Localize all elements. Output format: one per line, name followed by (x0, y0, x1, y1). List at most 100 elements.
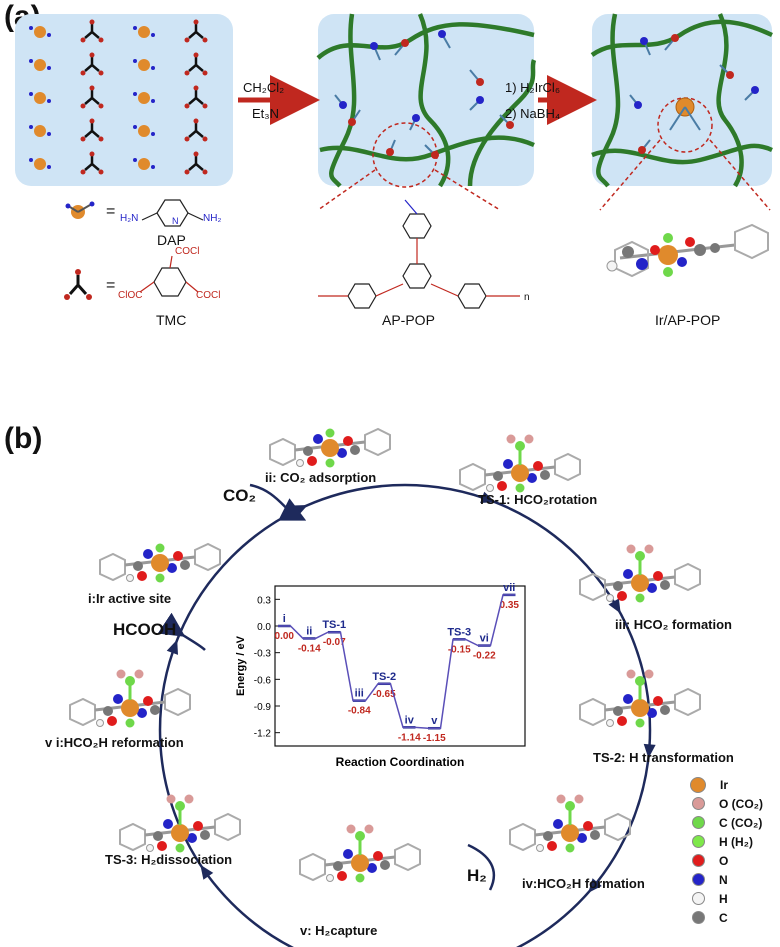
cycle-arrowhead (643, 743, 656, 759)
step-ts2-label: TS-2: H transformation (593, 750, 734, 765)
state-name-label: iv (405, 714, 415, 726)
catalyst-model (509, 794, 631, 853)
cycle-arrowhead (588, 878, 602, 893)
step1-reagent-top: CH₂Cl₂ (243, 80, 285, 95)
tmc-cocl-right: COCl (196, 290, 221, 301)
dap-structure (141, 199, 204, 227)
svg-text:N: N (172, 216, 179, 226)
state-value-label: 0.00 (275, 631, 295, 642)
irappop-polymer-chains (590, 13, 773, 188)
appop-structure (318, 199, 520, 309)
hcooh-label: HCOOH (113, 620, 177, 639)
legend-item: H (H₂) (690, 832, 780, 851)
legend-item: C (CO₂) (690, 813, 780, 832)
monomer-box (15, 14, 233, 186)
tmc-monomer (193, 85, 199, 91)
tmc-monomer (193, 19, 199, 25)
step2-reagent-bottom: 2) NaBH₄ (505, 106, 561, 121)
energy-profile-line (278, 594, 516, 729)
state-value-label: -0.22 (473, 651, 496, 662)
polymer-subscript: n (524, 292, 530, 303)
legend-item: H (690, 889, 780, 908)
catalyst-model (299, 824, 421, 883)
cycle-ring (158, 483, 652, 947)
legend-item: O (CO₂) (690, 794, 780, 813)
legend-swatch (692, 835, 705, 848)
tmc-monomer (193, 52, 199, 58)
monomer-grid (29, 19, 208, 175)
tmc-icon (64, 269, 92, 300)
legend-label: C (719, 910, 728, 925)
appop-name: AP-POP (382, 312, 435, 328)
step-v-label: v: H₂capture (300, 923, 378, 938)
cycle-arrowhead (480, 491, 496, 504)
state-name-label: v (431, 715, 438, 727)
tmc-monomer (193, 118, 199, 124)
dap-eq: = (106, 203, 116, 220)
step-ii-label: ii: CO₂ adsorption (265, 470, 377, 485)
tmc-structure (139, 255, 199, 297)
tmc-cocl-left: ClOC (118, 290, 143, 301)
legend-label: Ir (720, 777, 729, 792)
y-tick-label: -1.2 (254, 729, 272, 740)
panel-b-cycle (69, 427, 701, 947)
dap-monomer (138, 125, 150, 137)
catalyst-model (269, 427, 391, 468)
step-ts3-label: TS-3: H₂dissociation (105, 852, 233, 867)
tmc-monomer (89, 52, 95, 58)
cycle-arrowhead (200, 864, 214, 880)
legend-swatch (692, 873, 705, 886)
dap-monomer (34, 26, 46, 38)
catalyst-model (119, 794, 241, 853)
legend-swatch (690, 776, 706, 793)
tmc-monomer (193, 151, 199, 157)
tmc-cocl-top: COCl (175, 246, 200, 257)
cycle-arrowhead (166, 639, 179, 655)
appop-box (318, 14, 534, 186)
dap-monomer (138, 26, 150, 38)
legend-label: O (719, 853, 729, 868)
dap-h2n: H₂N (120, 213, 139, 224)
state-name-label: i (283, 613, 286, 625)
irappop-pendants (629, 34, 759, 154)
state-name-label: vi (480, 633, 489, 645)
molecule-models (69, 427, 701, 883)
state-value-label: 0.35 (500, 600, 520, 611)
appop-zoom-circle (372, 122, 438, 188)
state-value-label: -0.84 (348, 706, 371, 717)
dap-monomer (34, 59, 46, 71)
appop-pendants (334, 30, 514, 159)
state-name-label: iii (355, 688, 364, 700)
legend-item: O (690, 851, 780, 870)
y-tick-label: -0.6 (254, 675, 272, 686)
y-tick-label: 0.0 (257, 622, 271, 633)
legend-swatch (692, 892, 705, 905)
h2-in-arrow (467, 843, 496, 891)
panel-a-scheme: N (15, 13, 773, 309)
y-axis-label: Energy / eV (235, 635, 247, 696)
irappop-model (606, 223, 769, 278)
legend-label: N (719, 872, 728, 887)
state-name-label: vii (503, 582, 515, 594)
step2-reagent-top: 1) H₂IrCl₆ (505, 80, 561, 95)
cycle-arrowhead (608, 598, 621, 614)
legend-label: H (719, 891, 728, 906)
catalyst-model (579, 544, 701, 603)
catalyst-model (99, 542, 221, 583)
step-ts1-label: TS-1: HCO₂rotation (478, 492, 598, 507)
tmc-name: TMC (156, 312, 187, 328)
legend-swatch (692, 911, 705, 924)
state-name-label: TS-2 (372, 671, 396, 683)
dap-monomer (138, 92, 150, 104)
catalyst-model (459, 434, 581, 493)
dap-monomer (34, 158, 46, 170)
step1-reagent-bottom: Et₃N (252, 106, 279, 121)
dap-monomer (34, 92, 46, 104)
y-tick-label: -0.3 (254, 649, 272, 660)
state-name-label: ii (306, 625, 312, 637)
state-value-label: -1.15 (423, 733, 446, 744)
state-value-label: -0.65 (373, 689, 396, 700)
irappop-name: Ir/AP-POP (655, 312, 721, 328)
